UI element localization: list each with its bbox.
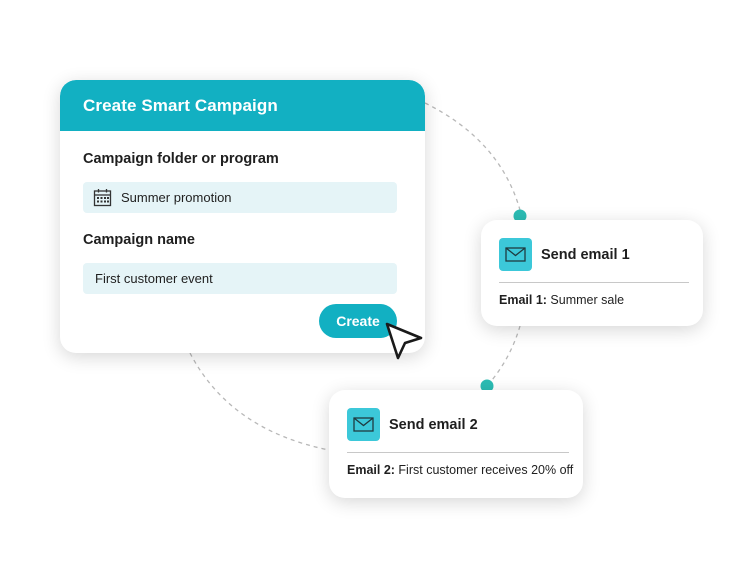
campaign-folder-field[interactable]: Summer promotion [83,182,397,213]
create-campaign-card: Create Smart Campaign Campaign folder or… [60,80,425,353]
campaign-folder-value: Summer promotion [121,190,232,205]
campaign-name-value: First customer event [95,271,213,286]
email-2-detail-value: First customer receives 20% off [398,463,574,477]
email-1-detail-label: Email 1: [499,293,547,307]
create-button[interactable]: Create [319,304,397,338]
campaign-folder-label: Campaign folder or program [83,151,279,167]
email-2-title: Send email 2 [389,417,478,433]
send-email-1-card[interactable]: Send email 1 Email 1: Summer sale [481,220,703,326]
mouse-cursor-icon [385,322,423,360]
email-1-title: Send email 1 [541,247,630,263]
email-2-detail-label: Email 2: [347,463,395,477]
divider [499,282,689,283]
calendar-icon [93,188,112,207]
envelope-icon [499,238,532,271]
connector-arc-bottom [189,352,330,451]
divider [347,452,569,453]
campaign-name-label: Campaign name [83,232,195,248]
connector-arc-top [424,102,521,211]
envelope-icon [347,408,380,441]
email-2-detail: Email 2: First customer receives 20% off [347,463,573,477]
campaign-name-field[interactable]: First customer event [83,263,397,294]
email-1-detail-value: Summer sale [550,293,625,307]
send-email-2-card[interactable]: Send email 2 Email 2: First customer rec… [329,390,583,498]
connector-arc-middle [486,325,521,387]
card-title: Create Smart Campaign [83,95,278,115]
email-1-detail: Email 1: Summer sale [499,293,624,307]
card-header: Create Smart Campaign [60,80,425,131]
